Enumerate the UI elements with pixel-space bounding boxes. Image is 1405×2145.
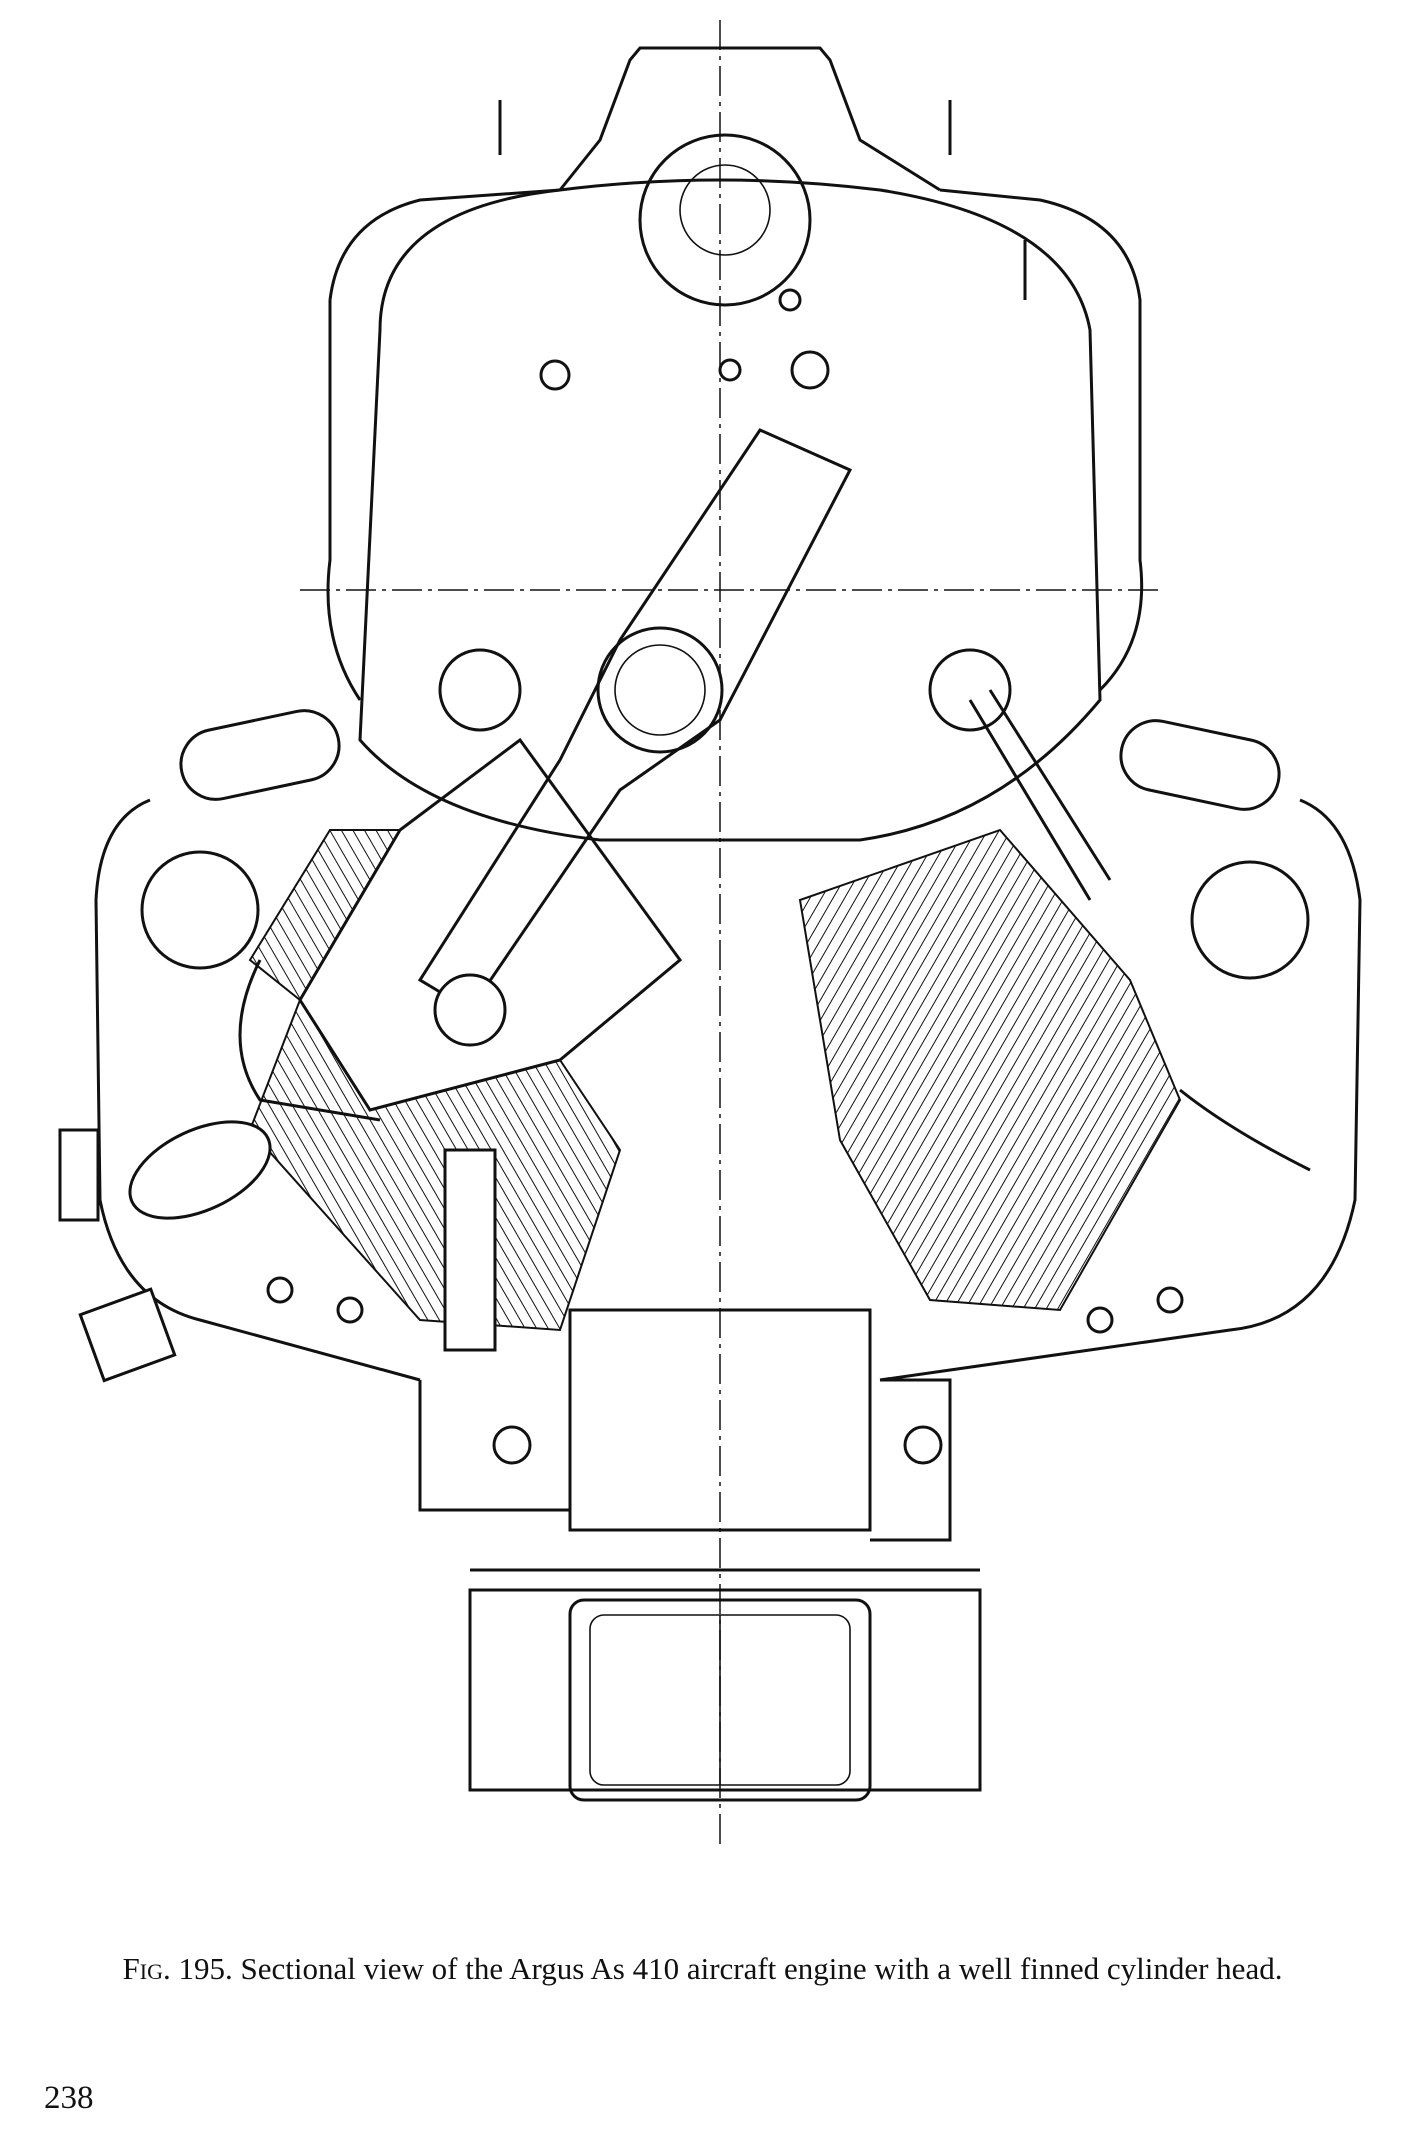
oil-sump <box>468 1588 982 1792</box>
right-push-rod <box>968 689 1112 901</box>
engine-sectional-drawing <box>58 20 1362 1845</box>
crankcase-outline <box>326 188 1144 701</box>
crankshaft-journal <box>596 626 724 754</box>
oil-filler-cap-upper <box>58 1128 100 1222</box>
figure-caption-text: Sectional view of the Argus As 410 aircr… <box>240 1951 1283 1986</box>
oil-pump-cover <box>568 1598 872 1802</box>
left-intake-port <box>140 850 260 970</box>
figure-label: Fig. 195. <box>122 1951 233 1986</box>
camshaft-right <box>928 648 1012 732</box>
left-spark-plug <box>128 1120 272 1220</box>
bolts <box>266 288 1184 1334</box>
left-valve-spring <box>443 1148 497 1352</box>
outer-manifold-pipe <box>94 798 1362 1382</box>
crankcase-inner-wall <box>358 178 1102 842</box>
reduction-gear <box>638 133 812 307</box>
reduction-gear-housing <box>558 46 941 192</box>
right-cylinder-fins <box>798 828 1182 1312</box>
right-intake-port <box>1190 860 1310 980</box>
page-number: 238 <box>44 2080 94 2116</box>
left-exhaust-stack <box>179 709 341 801</box>
figure-caption: Fig. 195. Sectional view of the Argus As… <box>40 1950 1365 1988</box>
wrist-pin <box>433 973 507 1047</box>
right-exhaust-stack <box>1119 719 1281 811</box>
oil-filler-cap-lower <box>78 1287 177 1383</box>
left-cylinder-fins <box>248 997 622 1332</box>
left-cylinder <box>298 737 683 1112</box>
sump-housing <box>568 1308 872 1532</box>
master-connecting-rod <box>417 428 853 1013</box>
camshaft-left <box>438 648 522 732</box>
